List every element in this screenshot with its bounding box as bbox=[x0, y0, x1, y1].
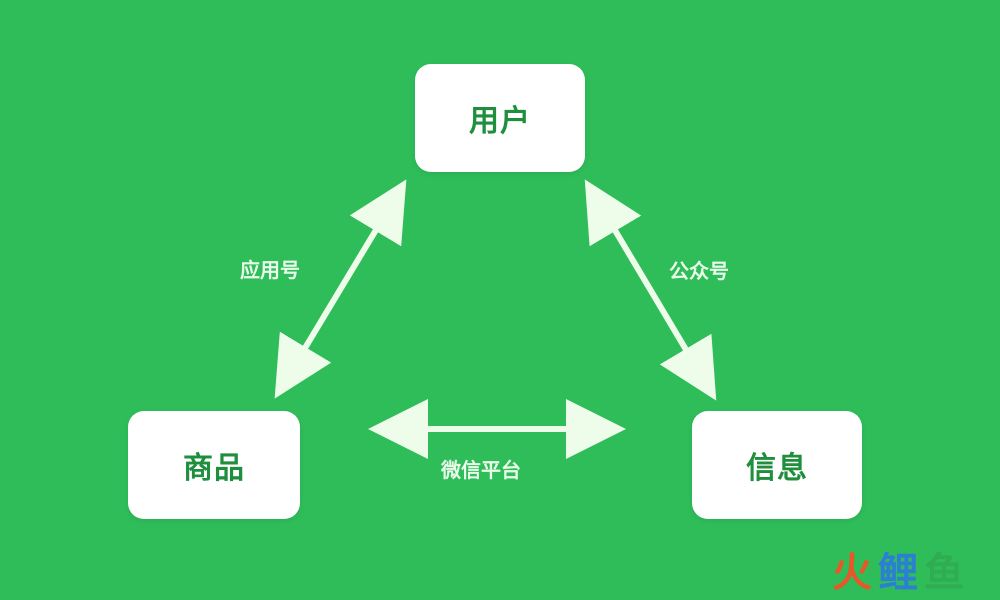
watermark-char-1: 火 bbox=[832, 549, 872, 596]
watermark-char-2: 鲤 bbox=[878, 549, 918, 596]
watermark-logo: 火 鲤 鱼 bbox=[832, 548, 964, 598]
edge-label-left: 应用号 bbox=[240, 258, 300, 282]
node-user: 用户 bbox=[415, 64, 585, 172]
node-user-label: 用户 bbox=[469, 104, 531, 139]
node-goods-label: 商品 bbox=[183, 451, 245, 486]
arrow-user-goods bbox=[274, 179, 407, 399]
node-info: 信息 bbox=[692, 411, 862, 519]
arrow-user-info bbox=[584, 179, 717, 401]
watermark-char-3: 鱼 bbox=[924, 549, 964, 596]
node-info-label: 信息 bbox=[746, 451, 808, 486]
edge-label-right: 公众号 bbox=[669, 259, 729, 283]
edge-label-bottom: 微信平台 bbox=[441, 458, 521, 482]
node-goods: 商品 bbox=[128, 411, 300, 519]
